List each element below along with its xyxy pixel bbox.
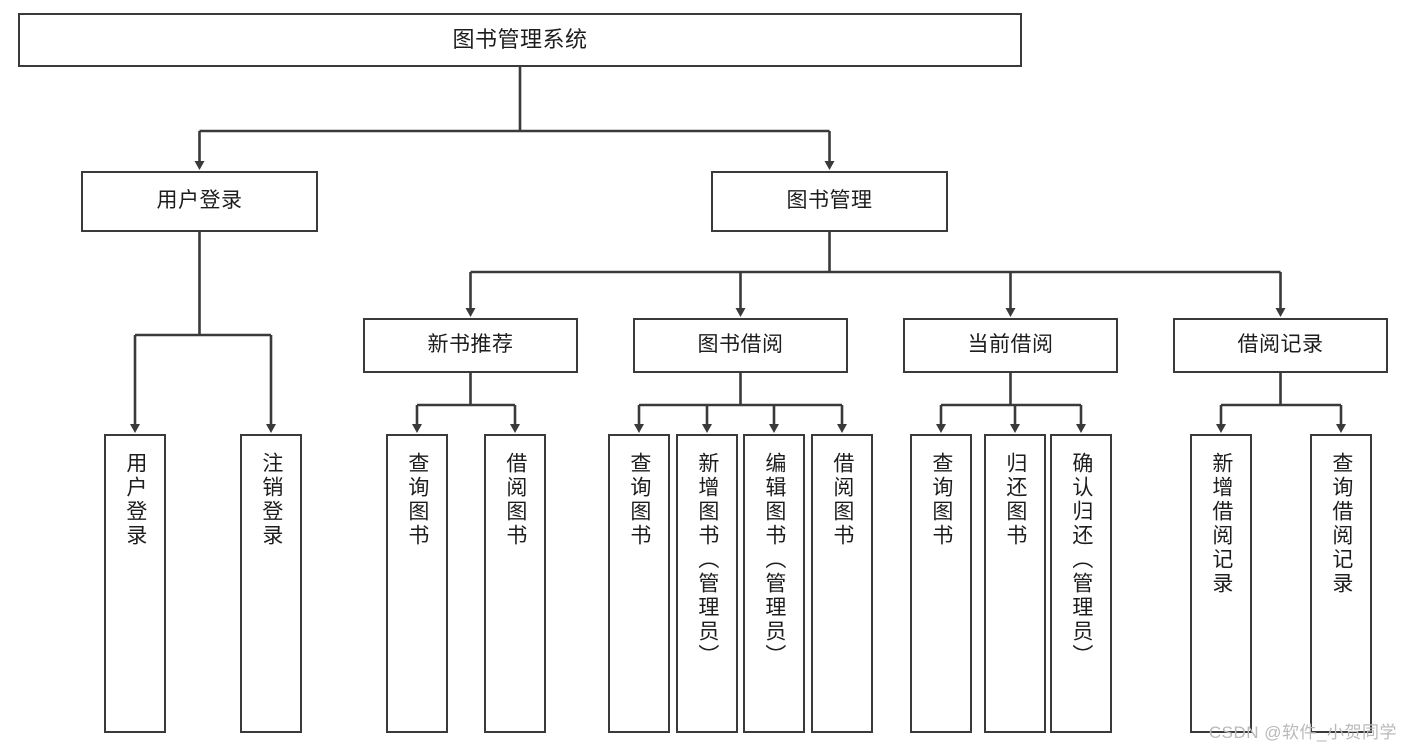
node-leaf-query-record: 查询借阅记录	[1310, 434, 1372, 733]
node-label: 借阅图书	[830, 452, 854, 548]
node-label: 用户登录	[156, 189, 243, 213]
node-leaf-return-book: 归还图书	[984, 434, 1046, 733]
node-label: 图书管理系统	[452, 27, 588, 53]
node-label: 图书借阅	[697, 333, 784, 357]
node-leaf-borrow-book-2: 借阅图书	[811, 434, 873, 733]
node-label: 查询借阅记录	[1329, 452, 1353, 596]
node-current-borrow: 当前借阅	[903, 318, 1118, 373]
node-root: 图书管理系统	[18, 13, 1022, 67]
node-borrow-record: 借阅记录	[1173, 318, 1388, 373]
node-label: 新书推荐	[427, 333, 514, 357]
node-user-login: 用户登录	[81, 171, 318, 232]
node-leaf-confirm-return: 确认归还（管理员）	[1050, 434, 1112, 733]
node-leaf-borrow-book-1: 借阅图书	[484, 434, 546, 733]
node-label: 图书管理	[786, 189, 873, 213]
node-label: 归还图书	[1003, 452, 1027, 548]
node-label: 确认归还（管理员）	[1069, 452, 1093, 668]
node-label: 编辑图书（管理员）	[762, 452, 786, 668]
node-leaf-user-logout: 注销登录	[240, 434, 302, 733]
node-leaf-add-book: 新增图书（管理员）	[676, 434, 738, 733]
node-leaf-query-book-1: 查询图书	[386, 434, 448, 733]
node-new-book-rec: 新书推荐	[363, 318, 578, 373]
node-leaf-add-record: 新增借阅记录	[1190, 434, 1252, 733]
node-label: 新增图书（管理员）	[695, 452, 719, 668]
node-label: 新增借阅记录	[1209, 452, 1233, 596]
node-book-manage: 图书管理	[711, 171, 948, 232]
node-label: 查询图书	[929, 452, 953, 548]
node-label: 用户登录	[123, 452, 147, 548]
node-label: 注销登录	[259, 452, 283, 548]
node-book-borrow: 图书借阅	[633, 318, 848, 373]
node-leaf-query-book-2: 查询图书	[608, 434, 670, 733]
node-label: 借阅图书	[503, 452, 527, 548]
node-label: 查询图书	[627, 452, 651, 548]
node-label: 借阅记录	[1237, 333, 1324, 357]
node-leaf-user-login: 用户登录	[104, 434, 166, 733]
node-label: 查询图书	[405, 452, 429, 548]
node-leaf-query-book-3: 查询图书	[910, 434, 972, 733]
node-label: 当前借阅	[967, 333, 1054, 357]
node-leaf-edit-book: 编辑图书（管理员）	[743, 434, 805, 733]
